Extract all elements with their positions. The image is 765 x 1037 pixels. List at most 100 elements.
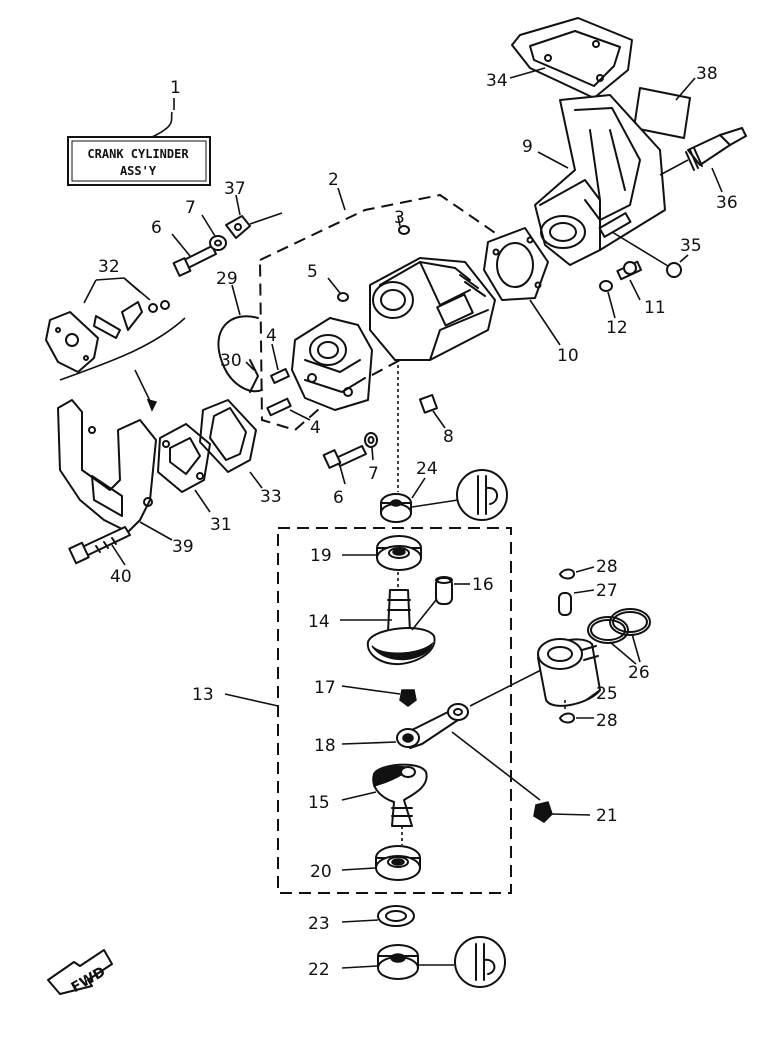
cover-plate bbox=[633, 77, 696, 139]
part-label-9: 9 bbox=[522, 137, 533, 157]
lower-oil-seal bbox=[341, 905, 415, 927]
part-label-35: 35 bbox=[680, 236, 702, 256]
bracket-bolt bbox=[68, 526, 131, 566]
piston-pin-clip-lower bbox=[559, 712, 594, 724]
reed-valve-assembly bbox=[157, 423, 211, 513]
dowel-pin-5 bbox=[327, 277, 349, 302]
part-label-31: 31 bbox=[210, 515, 232, 535]
forward-direction-arrow-icon: FWD bbox=[47, 949, 113, 996]
part-label-28b: 28 bbox=[596, 711, 618, 731]
part-label-14: 14 bbox=[308, 612, 330, 632]
exhaust-washer bbox=[599, 280, 616, 319]
part-label-40: 40 bbox=[110, 567, 132, 587]
part-label-7b: 7 bbox=[368, 464, 379, 484]
part-label-19: 19 bbox=[310, 546, 332, 566]
cylinder-bolt-lower bbox=[322, 445, 367, 485]
part-number-labels: 2 3 4 4 5 6 6 7 7 8 9 10 11 12 13 14 15 … bbox=[98, 64, 738, 980]
small-end-needle-bearing bbox=[451, 731, 591, 823]
top-cover-gasket bbox=[509, 17, 633, 99]
bolt-4-lower bbox=[266, 397, 311, 421]
clip-30 bbox=[245, 359, 259, 393]
part-label-17: 17 bbox=[314, 678, 336, 698]
part-label-24: 24 bbox=[416, 459, 438, 479]
assembly-title-box: 1 CRANK CYLINDER ASS'Y bbox=[67, 78, 211, 186]
part-label-37: 37 bbox=[224, 179, 246, 199]
part-label-18: 18 bbox=[314, 736, 336, 756]
part-label-11: 11 bbox=[644, 298, 666, 318]
crank-lower-bearing bbox=[341, 845, 421, 881]
part-label-30: 30 bbox=[220, 351, 242, 371]
part-label-34: 34 bbox=[486, 71, 508, 91]
part-label-12: 12 bbox=[606, 318, 628, 338]
dowel-pin-3 bbox=[397, 215, 410, 235]
fwd-label: FWD bbox=[69, 964, 109, 996]
part-label-3: 3 bbox=[394, 208, 405, 228]
part-label-27: 27 bbox=[596, 581, 618, 601]
upper-crankshaft bbox=[340, 572, 436, 666]
bracket-clip-set bbox=[83, 277, 170, 339]
bearing-detail-callout-upper bbox=[456, 469, 508, 521]
cylinder-bolt-upper bbox=[171, 233, 217, 277]
part-label-20: 20 bbox=[310, 862, 332, 882]
part-label-25: 25 bbox=[596, 684, 618, 704]
reference-curve bbox=[59, 317, 186, 412]
part-label-1: 1 bbox=[170, 78, 181, 98]
piston-ring-lower bbox=[609, 608, 651, 636]
piston-pin bbox=[558, 589, 595, 616]
clamp-37 bbox=[225, 194, 283, 239]
part-label-4a: 4 bbox=[266, 326, 277, 346]
exhaust-bolt bbox=[616, 260, 643, 301]
upper-bearing bbox=[380, 477, 459, 523]
mount-bracket bbox=[57, 399, 173, 541]
part-label-21: 21 bbox=[596, 806, 618, 826]
lower-crankshaft bbox=[341, 763, 428, 845]
intake-gasket bbox=[199, 399, 263, 489]
bearing-detail-callout-lower bbox=[454, 936, 506, 988]
part-label-5: 5 bbox=[307, 262, 318, 282]
part-label-15: 15 bbox=[308, 793, 330, 813]
crankshaft-group-outline bbox=[224, 527, 512, 894]
title-line-2: ASS'Y bbox=[120, 164, 157, 178]
piston-pin-clip-upper bbox=[559, 566, 595, 580]
part-label-8: 8 bbox=[443, 427, 454, 447]
part-label-22: 22 bbox=[308, 960, 330, 980]
connecting-rod bbox=[341, 667, 546, 749]
crank-pin bbox=[411, 576, 470, 631]
part-label-7a: 7 bbox=[185, 198, 196, 218]
part-label-16: 16 bbox=[472, 575, 494, 595]
exhaust-gasket bbox=[483, 227, 561, 346]
piston bbox=[537, 638, 601, 712]
part-label-23: 23 bbox=[308, 914, 330, 934]
washer-lower bbox=[364, 432, 378, 461]
bottom-bearing bbox=[341, 944, 454, 980]
part-label-4b: 4 bbox=[310, 418, 321, 438]
exhaust-housing bbox=[534, 94, 666, 266]
part-label-33: 33 bbox=[260, 487, 282, 507]
crankcase bbox=[291, 317, 373, 411]
plug-8 bbox=[418, 394, 446, 429]
mount-plate-gasket bbox=[45, 311, 99, 373]
ring-29 bbox=[217, 284, 263, 393]
cylinder-group-outline bbox=[258, 187, 522, 432]
part-label-29: 29 bbox=[216, 269, 238, 289]
drain-bolt bbox=[611, 231, 689, 278]
title-line-1: CRANK CYLINDER bbox=[87, 147, 189, 161]
washer-upper bbox=[201, 214, 227, 251]
crank-needle-bearing bbox=[341, 685, 417, 707]
part-label-10: 10 bbox=[557, 346, 579, 366]
part-label-6b: 6 bbox=[333, 488, 344, 508]
part-label-2: 2 bbox=[328, 170, 339, 190]
part-label-26: 26 bbox=[628, 663, 650, 683]
part-label-28a: 28 bbox=[596, 557, 618, 577]
part-label-6a: 6 bbox=[151, 218, 162, 238]
part-label-38: 38 bbox=[696, 64, 718, 84]
crank-upper-bearing bbox=[342, 535, 422, 571]
bolt-4-upper bbox=[270, 343, 290, 385]
piston-ring-upper bbox=[587, 616, 629, 644]
cylinder-block bbox=[369, 257, 496, 361]
part-label-39: 39 bbox=[172, 537, 194, 557]
spark-plug bbox=[659, 127, 747, 193]
part-label-13: 13 bbox=[192, 685, 214, 705]
part-label-36: 36 bbox=[716, 193, 738, 213]
